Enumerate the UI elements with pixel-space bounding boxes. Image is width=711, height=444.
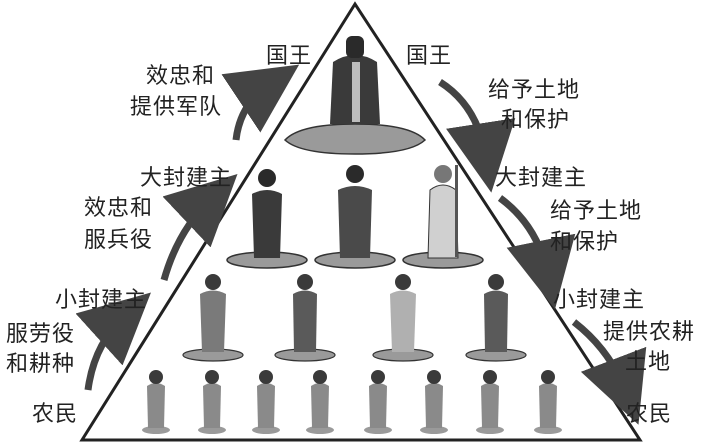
small-lord-figure [372,274,434,362]
arrow-to-great-lord [160,174,238,281]
peasant-figure [252,370,280,434]
great-lord-figure [314,165,396,269]
peasant-figure [198,370,226,434]
duty-arrows-up [75,64,300,391]
king-figure [283,36,427,155]
small-lord-figure [465,274,527,362]
grant-arrows-down [438,79,647,425]
arrow-to-king [221,64,300,141]
peasant-figure [534,370,562,434]
grant-small-line2: 和保护 [550,230,620,255]
great-lord-label-left: 大封建主 [140,166,233,191]
king-label-right: 国王 [406,44,453,69]
arrow-to-small-lord-right [497,195,576,310]
grant-great-line2: 和保护 [501,108,571,133]
king-label-left: 国王 [266,44,313,69]
great-lord-figure [226,169,308,269]
peasant-figure [142,370,170,434]
peasant-figure [364,370,392,434]
grant-great-line1: 给予土地 [488,78,581,103]
great-lord-figure [402,165,484,269]
small-lord-figure [182,274,244,362]
small-lord-figures [182,274,527,362]
peasant-label-left: 农民 [32,402,79,427]
duty-small-line2: 和耕种 [6,352,76,377]
arrow-to-great-lord-right [438,79,516,193]
peasant-figure [420,370,448,434]
duty-king-line1: 效忠和 [146,64,216,89]
grant-small-line1: 给予土地 [550,199,643,224]
peasant-figures [142,370,562,434]
great-lord-label-right: 大封建主 [495,166,588,191]
peasant-figure [476,370,504,434]
duty-king-line2: 提供军队 [130,95,223,120]
small-lord-figure [274,274,336,362]
duty-small-line1: 服劳役 [6,322,76,347]
duty-great-line1: 效忠和 [84,196,154,221]
duty-great-line2: 服兵役 [84,228,154,253]
small-lord-label-left: 小封建主 [55,288,148,313]
great-lord-figures [226,165,484,269]
arrow-to-small-lord [75,292,151,391]
grant-peasant-line1: 提供农耕 [603,320,696,345]
small-lord-label-right: 小封建主 [553,288,646,313]
arrow-to-peasant-right [571,319,647,425]
grant-peasant-line2: 土地 [625,350,672,375]
peasant-label-right: 农民 [626,402,673,427]
peasant-figure [306,370,334,434]
